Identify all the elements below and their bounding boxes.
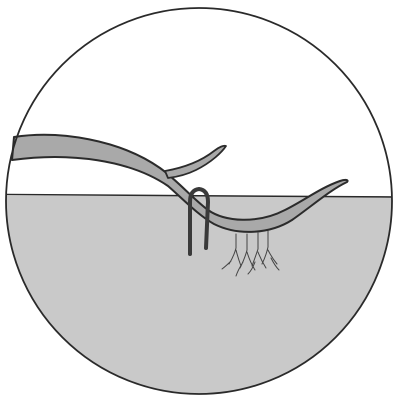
soil xyxy=(0,196,398,402)
soil-region xyxy=(0,195,398,402)
branch-shoot xyxy=(165,146,226,178)
